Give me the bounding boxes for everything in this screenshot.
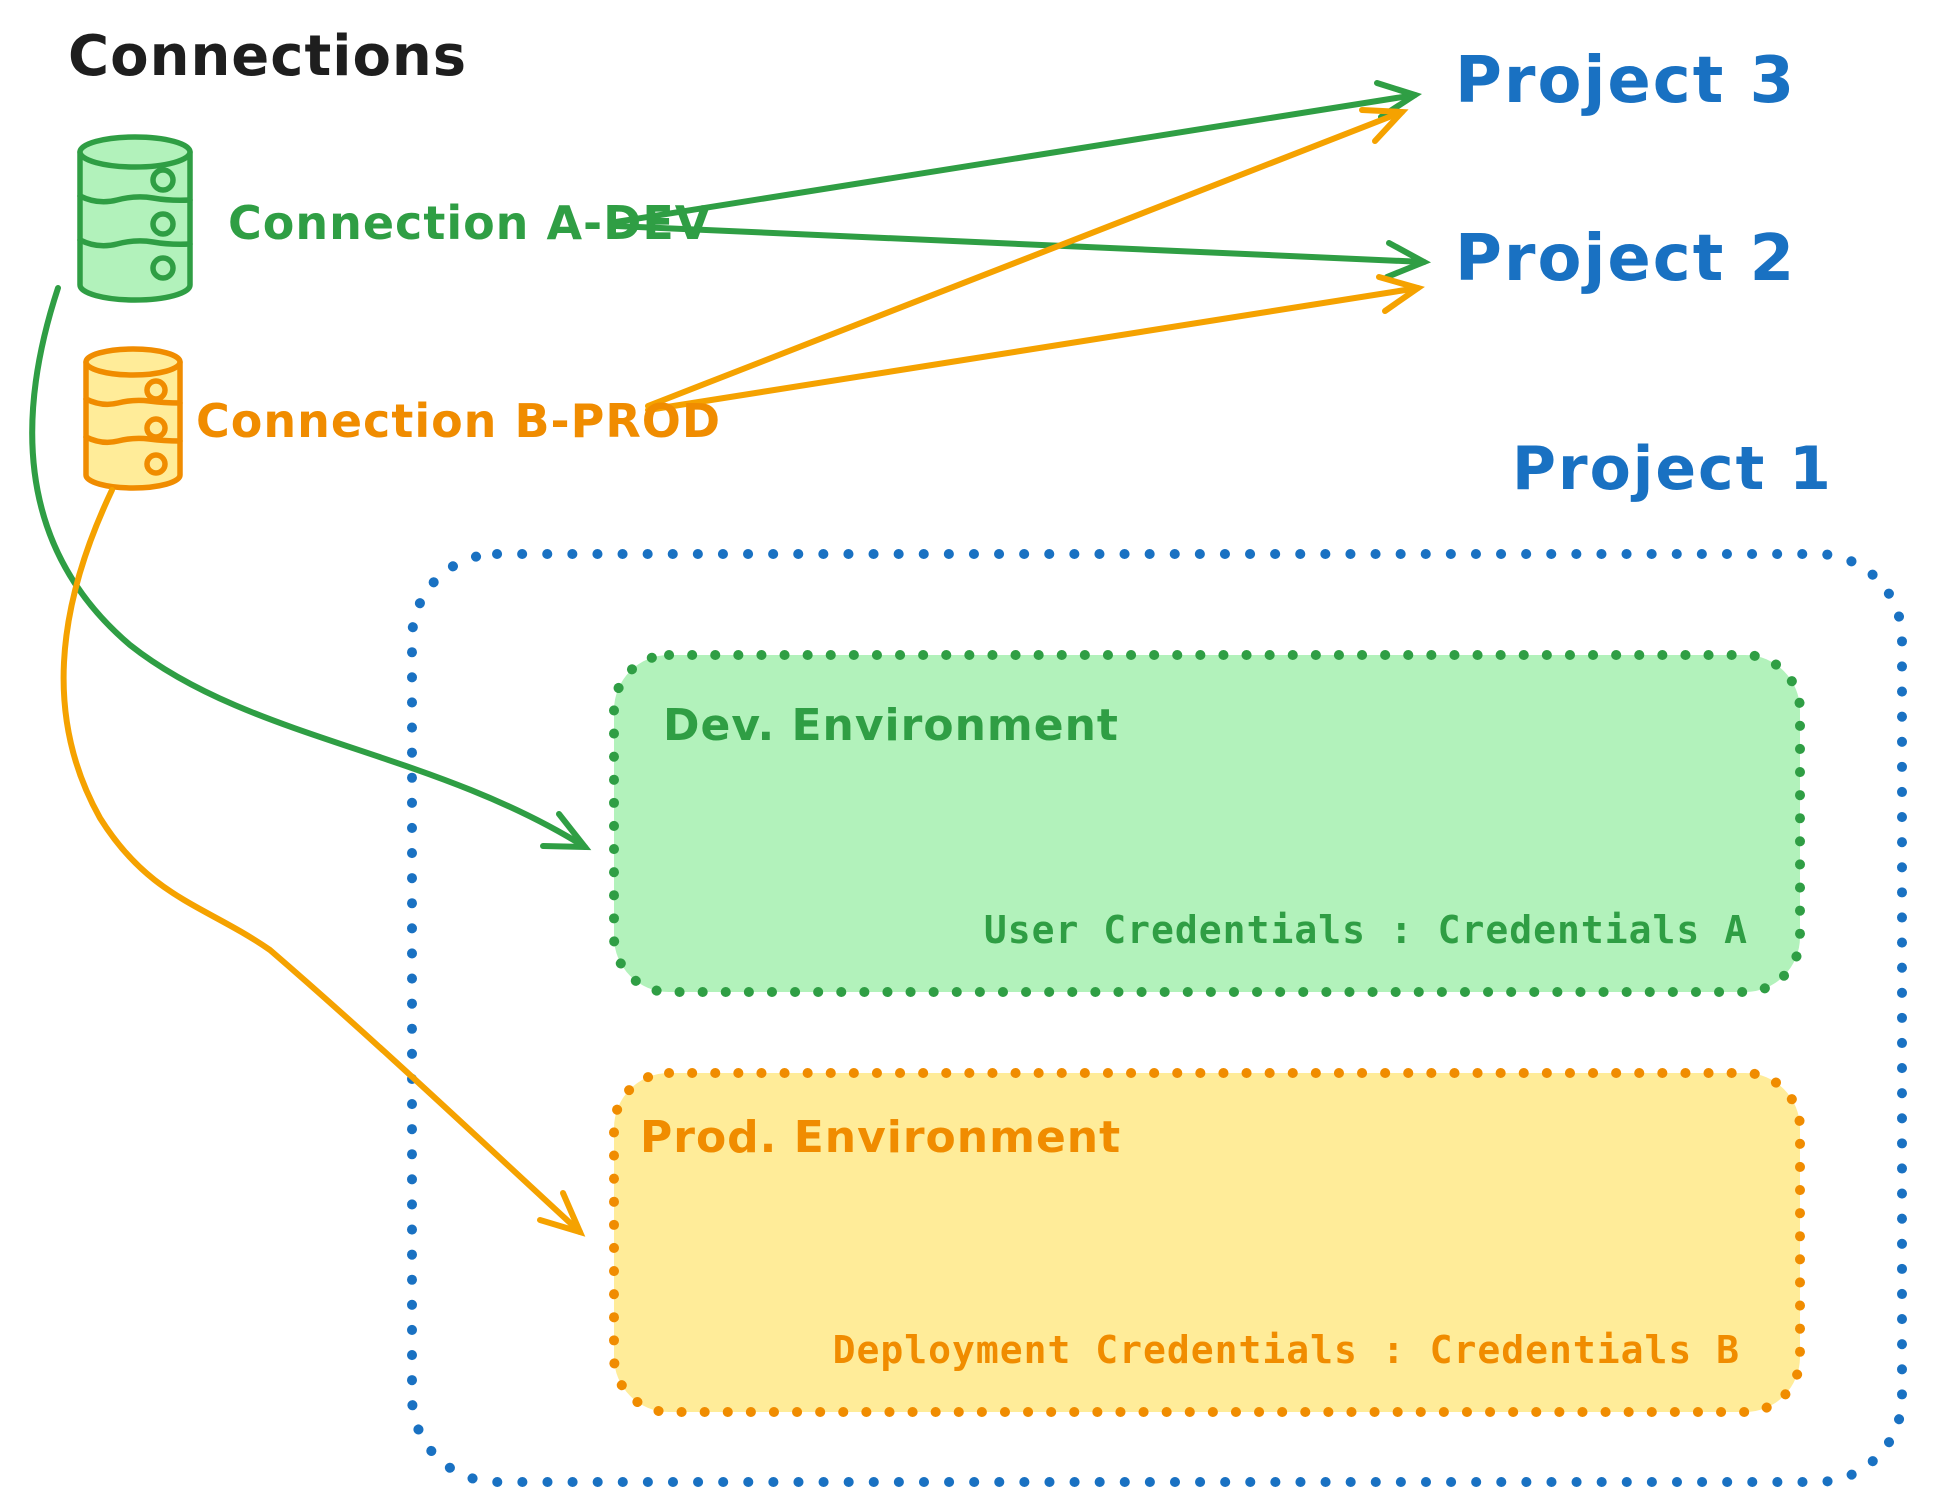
arrow-adev-to-dev-environment [29, 285, 592, 851]
connection-a-dev-label: Connection A-DEV [228, 196, 712, 250]
arrow-bprod-to-project2 [645, 274, 1425, 413]
dev-environment-box [609, 650, 1805, 997]
prod-environment-title: Prod. Environment [640, 1112, 1122, 1163]
arrow-bprod-to-prod-environment [60, 487, 586, 1237]
dev-environment-title: Dev. Environment [663, 700, 1119, 751]
arrow-adev-to-project2 [613, 223, 1432, 280]
arrow-bprod-to-project3 [645, 107, 1409, 409]
prod-environment-box [609, 1068, 1805, 1417]
project3-label: Project 3 [1455, 44, 1797, 118]
diagram-title: Connections [68, 24, 468, 89]
connection-b-prod-label: Connection B-PROD [196, 394, 722, 448]
prod-environment-credentials: Deployment Credentials : Credentials B [832, 1328, 1740, 1372]
dev-environment-credentials: User Credentials : Credentials A [983, 908, 1748, 952]
project2-label: Project 2 [1455, 222, 1797, 296]
database-icon-dev [77, 134, 193, 303]
database-icon-prod [83, 346, 183, 491]
project1-container-box [407, 549, 1907, 1487]
project1-label: Project 1 [1512, 434, 1833, 504]
